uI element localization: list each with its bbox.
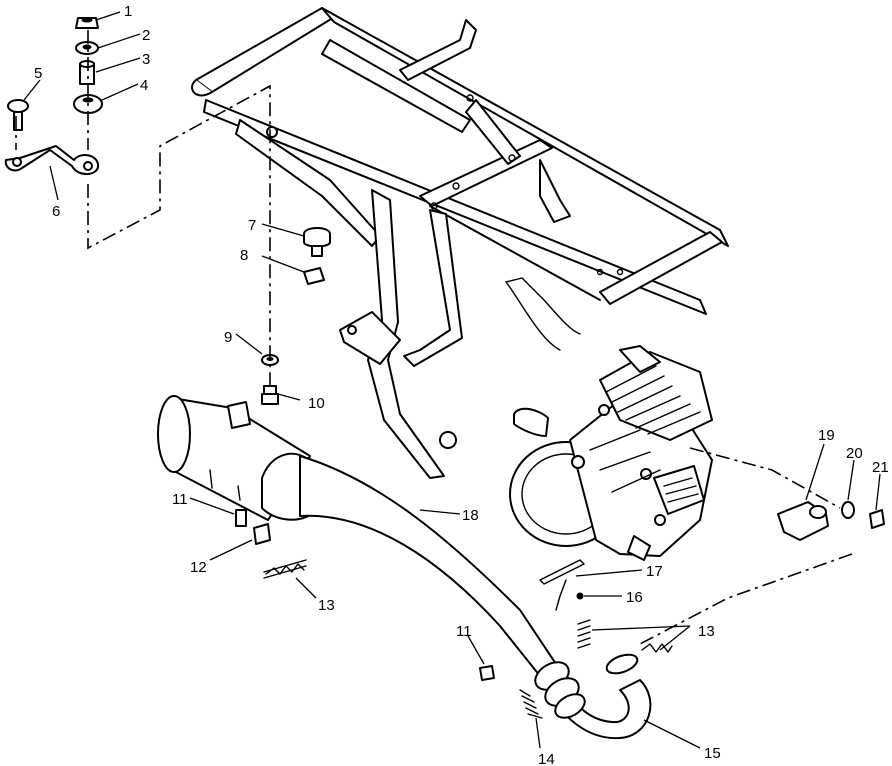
callout-20: 20	[846, 445, 863, 462]
callout-17: 17	[646, 563, 663, 580]
callout-8: 8	[240, 247, 248, 264]
callout-11-lower: 11	[456, 623, 472, 640]
vehicle-frame	[191, 7, 729, 479]
hardware-parts	[4, 17, 885, 719]
callout-16: 16	[626, 589, 643, 606]
callout-11: 11	[172, 491, 188, 508]
callout-19: 19	[818, 427, 835, 444]
callout-labels: 1 2 3 4 5 6 7 8 9 10 11 11 12 13 13 14 1…	[34, 3, 889, 766]
callout-2: 2	[142, 27, 150, 44]
callout-3: 3	[142, 51, 150, 68]
callout-18: 18	[462, 507, 479, 524]
callout-6: 6	[52, 203, 60, 220]
muffler-18	[157, 395, 557, 677]
callout-4: 4	[140, 77, 148, 94]
exhaust-pipe-15	[534, 653, 652, 740]
callout-9: 9	[224, 329, 232, 346]
callout-14: 14	[538, 751, 555, 766]
callout-21: 21	[872, 459, 889, 476]
leader-lines	[23, 11, 881, 749]
callout-13-right: 13	[698, 623, 715, 640]
engine	[509, 345, 713, 561]
callout-15: 15	[704, 745, 721, 762]
callout-1: 1	[124, 3, 132, 20]
callout-7: 7	[248, 217, 256, 234]
callout-5: 5	[34, 65, 42, 82]
callout-12: 12	[190, 559, 207, 576]
callout-10: 10	[308, 395, 325, 412]
callout-13: 13	[318, 597, 335, 614]
assembly-lines	[15, 30, 853, 645]
